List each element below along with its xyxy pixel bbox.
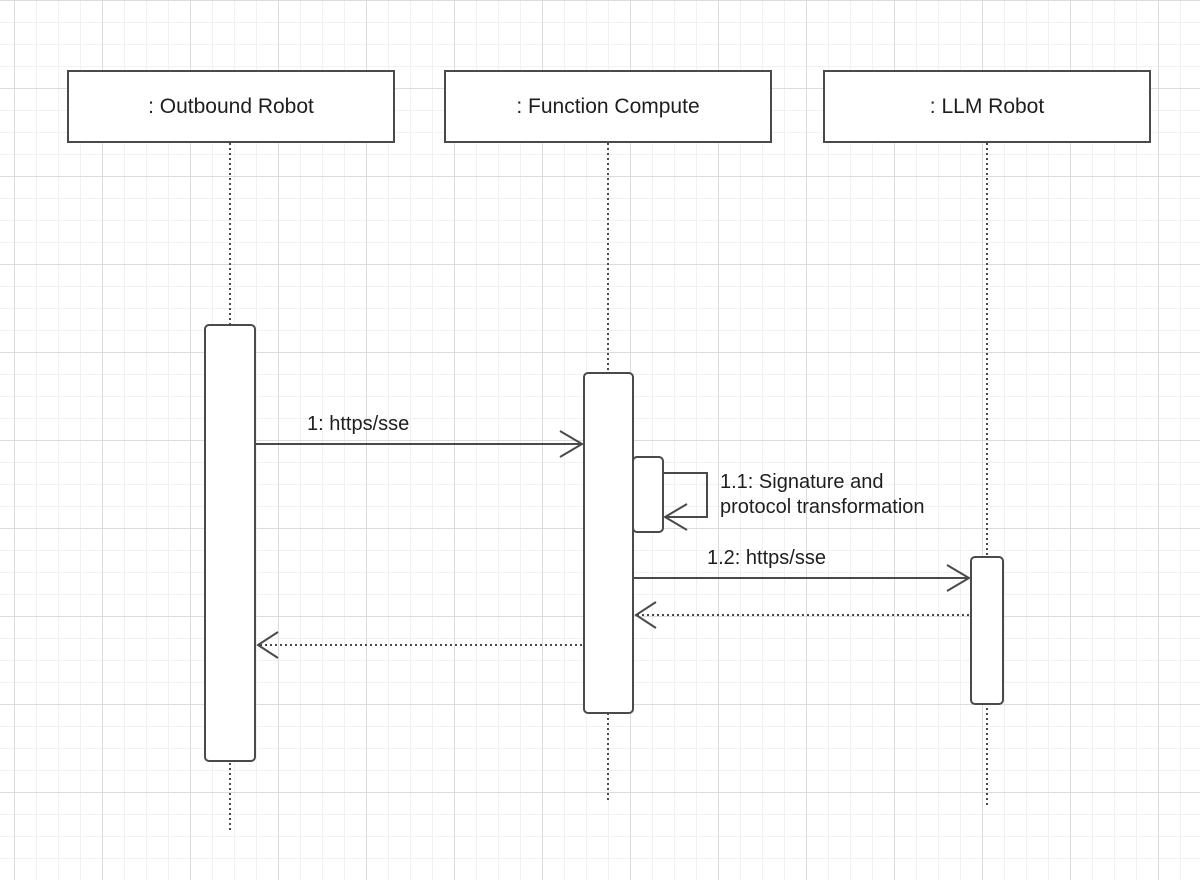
participant-function-compute-label: : Function Compute bbox=[516, 94, 700, 118]
participant-outbound-robot: : Outbound Robot bbox=[67, 70, 395, 143]
message-1-1-label-line1: 1.1: Signature and bbox=[720, 471, 884, 493]
activation-outbound-robot bbox=[204, 324, 256, 762]
message-1-1-self-arrow bbox=[663, 472, 708, 518]
message-1-arrowhead bbox=[559, 430, 584, 458]
participant-llm-robot-label: : LLM Robot bbox=[929, 94, 1045, 118]
participant-function-compute: : Function Compute bbox=[444, 70, 772, 143]
message-1-1-arrowhead bbox=[663, 503, 688, 531]
return-function-to-outbound-arrowhead bbox=[256, 631, 279, 659]
message-1-1-label-line2: protocol transformation bbox=[720, 496, 925, 518]
message-1-2-arrowhead bbox=[946, 564, 971, 592]
activation-function-compute bbox=[583, 372, 634, 714]
message-1-label: 1: https/sse bbox=[307, 413, 410, 435]
participant-outbound-robot-label: : Outbound Robot bbox=[148, 94, 314, 118]
activation-function-compute-self bbox=[632, 456, 664, 533]
participant-llm-robot: : LLM Robot bbox=[823, 70, 1151, 143]
activation-llm-robot bbox=[970, 556, 1004, 705]
return-llm-to-function-arrowhead bbox=[634, 601, 657, 629]
message-1-2-label: 1.2: https/sse bbox=[707, 547, 826, 569]
